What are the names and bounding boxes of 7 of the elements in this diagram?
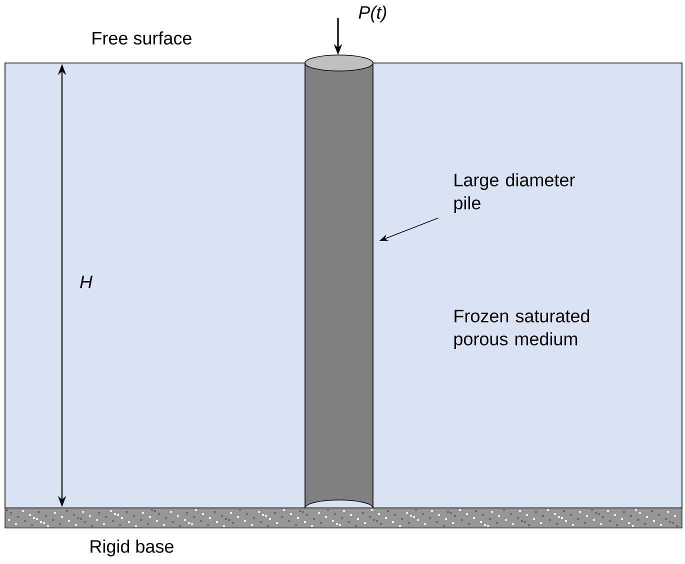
force-label: P(t) xyxy=(358,6,386,22)
pile-drawing xyxy=(304,54,374,508)
label-text: Frozen saturated porous medium xyxy=(454,309,590,349)
label-text: Free surface xyxy=(92,31,192,45)
label-text: Large diameter pile xyxy=(454,173,575,213)
dimension-label: H xyxy=(80,276,93,288)
label-text: Rigid base xyxy=(90,540,174,556)
